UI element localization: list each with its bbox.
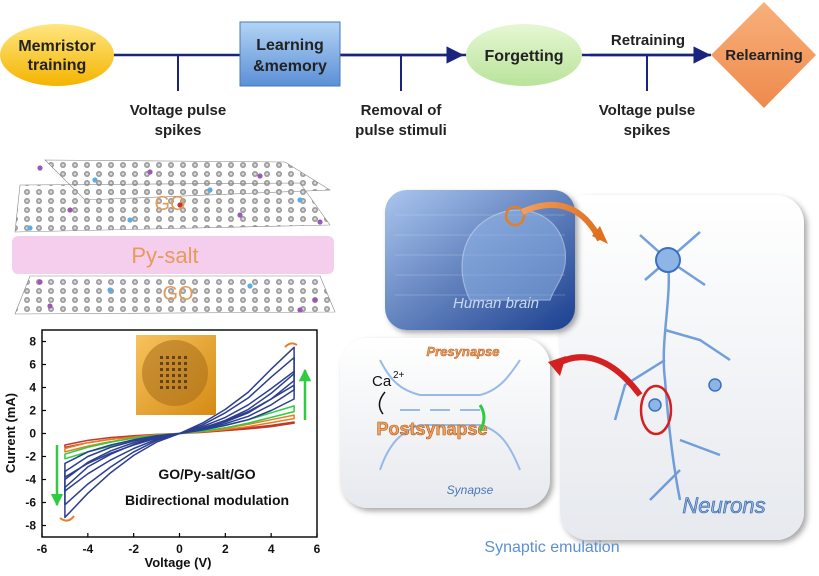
neurons-card: Neurons xyxy=(560,195,804,540)
y-tick-label: -4 xyxy=(25,473,36,487)
arrow-label-retraining: Retraining xyxy=(611,32,685,49)
y-tick-label: 8 xyxy=(29,335,36,349)
x-tick-label: -6 xyxy=(37,542,48,556)
brain-card: Human brain xyxy=(385,190,575,330)
stimulus-label: Voltage pulse xyxy=(130,102,226,119)
node-forgetting: Forgetting xyxy=(466,24,582,86)
functional-groups xyxy=(27,165,323,231)
go-sheet-top xyxy=(14,182,331,233)
layer-label: Py-salt xyxy=(131,243,198,268)
stimulus-label: pulse stimuli xyxy=(355,122,447,139)
stimulus-label: Voltage pulse xyxy=(599,102,695,119)
go-sheet-bottom xyxy=(14,275,336,315)
neurons-label: Neurons xyxy=(682,493,765,518)
node-label: training xyxy=(28,57,87,74)
device-photo-inset xyxy=(136,335,216,415)
signal-arrow xyxy=(478,404,486,432)
flow-timeline: Memristor training Learning &memory Forg… xyxy=(0,2,816,139)
neuron-soma xyxy=(648,398,662,412)
brain-label: Human brain xyxy=(453,295,539,312)
synapse-drawing xyxy=(379,359,521,471)
x-tick-label: 4 xyxy=(268,542,275,556)
y-axis-label: Current (mA) xyxy=(3,393,18,473)
y-tick-label: 6 xyxy=(29,358,36,372)
iv-loop-4 xyxy=(64,370,295,492)
neuron-soma xyxy=(655,247,681,273)
node-relearning: Relearning xyxy=(711,2,816,108)
layer-label: GO xyxy=(162,283,193,305)
ion-charge-label: 2+ xyxy=(393,370,405,381)
postsynapse-label: Postsynapse xyxy=(376,419,487,439)
presynapse-label: Presynapse xyxy=(427,344,500,359)
iv-loop-5 xyxy=(64,356,295,506)
sweep-direction-arrow xyxy=(59,515,75,522)
node-label: Learning xyxy=(256,37,324,54)
y-tick-label: 4 xyxy=(29,381,36,395)
brain-silhouette xyxy=(461,209,567,301)
synapse-highlight-ring xyxy=(639,384,673,436)
layer-label: GO xyxy=(154,193,185,215)
y-tick-label: 2 xyxy=(29,404,36,418)
x-axis-label: Voltage (V) xyxy=(145,555,212,570)
chart-annotation: GO/Py-salt/GO xyxy=(158,466,255,482)
stimulus-label: Removal of xyxy=(361,102,443,119)
chart-annotation: Bidirectional modulation xyxy=(125,492,289,508)
x-tick-label: 0 xyxy=(176,542,183,556)
y-tick-label: 0 xyxy=(29,427,36,441)
node-memristor-training: Memristor training xyxy=(0,24,114,86)
neuron-soma xyxy=(708,378,722,392)
x-tick-label: -4 xyxy=(82,542,93,556)
caption-synaptic-emulation: Synaptic emulation xyxy=(484,539,619,556)
stimulus-label: spikes xyxy=(155,122,202,139)
ion-flow-arrow xyxy=(378,391,386,415)
x-tick-label: 6 xyxy=(314,542,321,556)
functional-groups xyxy=(37,279,318,313)
stimulus-label: spikes xyxy=(624,122,671,139)
arrow-head xyxy=(592,226,608,244)
node-label: &memory xyxy=(253,58,327,75)
x-tick-label: 2 xyxy=(222,542,229,556)
iv-curves xyxy=(64,346,295,519)
node-label: Relearning xyxy=(725,47,803,64)
brain-region-ring xyxy=(504,205,526,227)
y-tick-label: -6 xyxy=(25,496,36,510)
py-salt-layer xyxy=(12,236,334,274)
sweep-direction-arrow xyxy=(284,342,298,348)
synapse-card: Presynapse Postsynapse Ca 2+ Synapse xyxy=(340,338,550,508)
node-learning-memory: Learning &memory xyxy=(239,21,341,87)
neuron-drawing xyxy=(613,231,731,501)
y-tick-label: -2 xyxy=(25,450,36,464)
iv-loop-6 xyxy=(64,346,295,519)
node-label: Forgetting xyxy=(484,48,563,65)
synapse-label: Synapse xyxy=(447,483,494,497)
node-label: Memristor xyxy=(18,38,95,55)
y-tick-label: -8 xyxy=(25,519,36,533)
ion-label: Ca xyxy=(372,373,392,390)
brain-to-neuron-arrow xyxy=(520,201,603,242)
x-tick-label: -2 xyxy=(128,542,139,556)
arrow-head xyxy=(548,356,566,376)
layer-structure: GO Py-salt GO xyxy=(12,159,336,315)
